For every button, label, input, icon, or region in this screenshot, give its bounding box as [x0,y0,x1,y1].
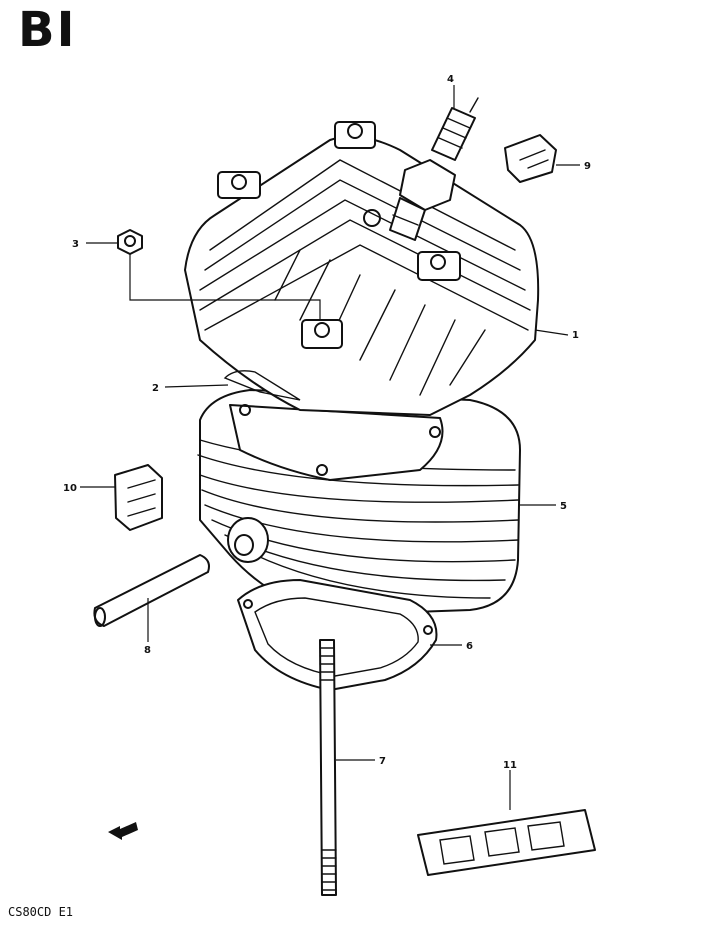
diagram-title: BI [18,2,77,58]
callout-4: 4 [447,74,454,85]
label-plate [417,809,596,876]
callout-8: 8 [144,645,151,656]
cap [504,134,557,183]
front-arrow-icon [108,822,138,840]
callout-6: 6 [466,641,473,652]
cylinder [197,389,521,616]
spark-plug [389,97,479,241]
head-gasket [223,370,301,401]
callout-11: 11 [503,760,517,771]
callout-labels: 1 2 3 4 5 6 7 8 9 10 11 [63,74,591,771]
nut [117,229,143,255]
callout-7: 7 [379,756,386,767]
stud-bolt [319,639,337,896]
callout-2: 2 [152,383,159,394]
dowel-pin [93,554,210,627]
callout-1: 1 [572,330,579,341]
block-cap [114,464,163,531]
callout-10: 10 [63,483,77,494]
callout-9: 9 [584,161,591,172]
cylinder-head [184,121,540,416]
callout-3: 3 [72,239,79,250]
model-code: CS80CD E1 [8,905,74,919]
callout-leaders [80,85,580,810]
callout-5: 5 [560,501,567,512]
